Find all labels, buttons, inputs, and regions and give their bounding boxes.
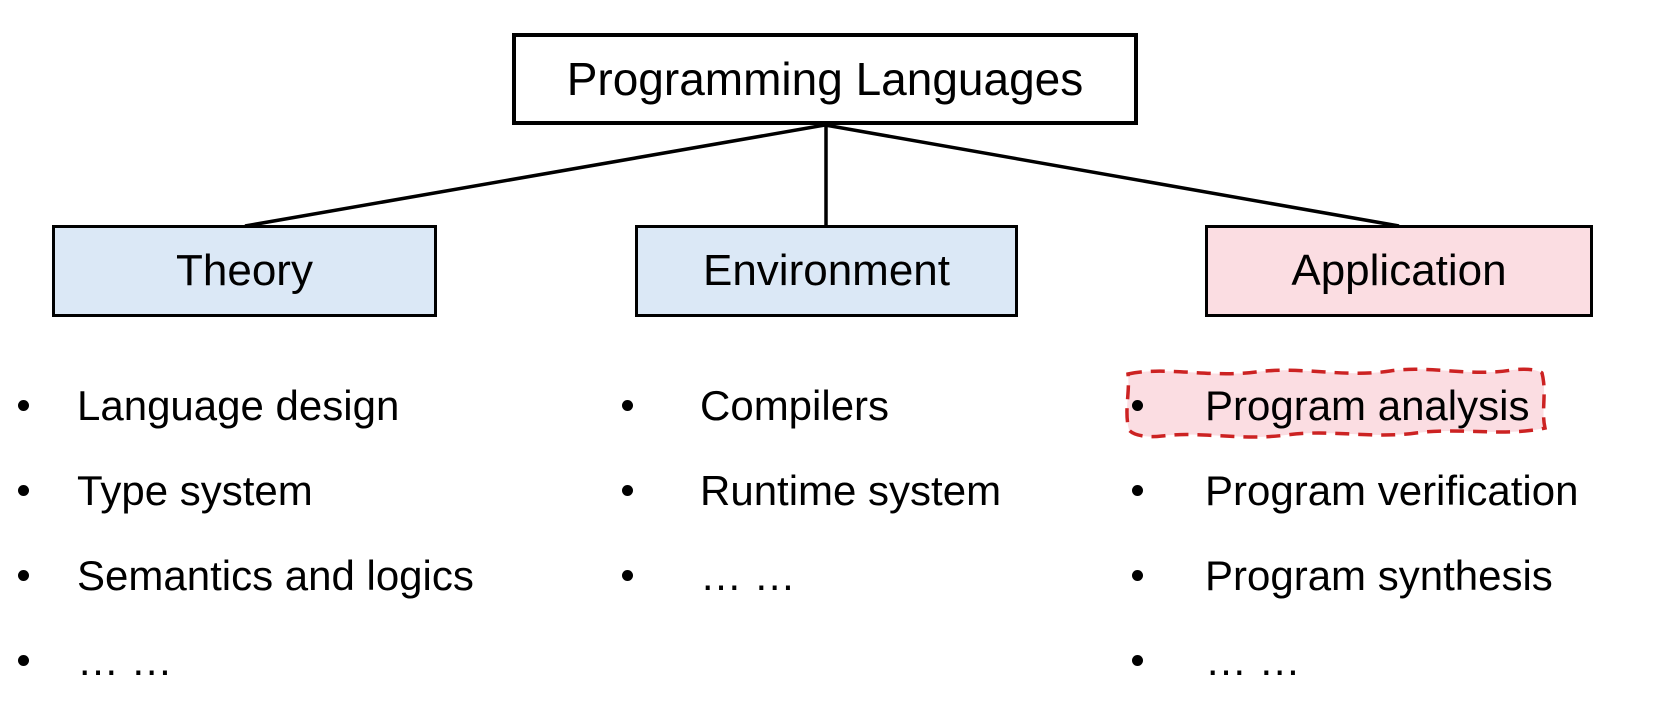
list-item-label: … … (77, 636, 173, 684)
list-item-label: Program analysis (1205, 381, 1530, 429)
list-item: Program synthesis (1132, 533, 1672, 618)
list-item-label: Runtime system (700, 466, 1002, 514)
list-item: Program verification (1132, 448, 1672, 533)
list-item: Type system (18, 448, 608, 533)
bullet-icon (622, 570, 633, 581)
bullet-icon (18, 400, 29, 411)
bullet-icon (1132, 655, 1143, 666)
list-item-label: Semantics and logics (77, 551, 474, 599)
node-programming-languages: Programming Languages (512, 33, 1138, 125)
bullet-list-environment: Compilers Runtime system … … (622, 363, 1102, 618)
list-item: … … (622, 533, 1102, 618)
highlight-annotation-program-analysis (1125, 367, 1548, 439)
node-theory: Theory (52, 225, 437, 317)
highlight-wavy-border (1125, 367, 1548, 439)
list-item: … … (1132, 618, 1672, 703)
list-item-label: Type system (77, 466, 313, 514)
bullet-icon (18, 655, 29, 666)
bullet-icon (18, 570, 29, 581)
bullet-icon (1132, 400, 1143, 411)
list-item-label: Program synthesis (1205, 551, 1553, 599)
node-label: Theory (176, 246, 313, 295)
connector-root-theory (244, 123, 826, 228)
node-label: Application (1291, 246, 1507, 295)
bullet-icon (1132, 570, 1143, 581)
list-item: Runtime system (622, 448, 1102, 533)
node-label: Programming Languages (566, 53, 1084, 105)
list-item-label: Compilers (700, 381, 890, 429)
list-item-label: Program verification (1205, 466, 1579, 514)
list-item: … … (18, 618, 608, 703)
bullet-icon (622, 400, 633, 411)
list-item: Language design (18, 363, 608, 448)
list-item-label: Language design (77, 381, 400, 429)
list-item-label: … … (1205, 636, 1301, 684)
node-environment: Environment (635, 225, 1018, 317)
node-label: Environment (702, 246, 950, 295)
bullet-list-theory: Language design Type system Semantics an… (18, 363, 608, 703)
bullet-icon (18, 485, 29, 496)
list-item: Compilers (622, 363, 1102, 448)
bullet-icon (622, 485, 633, 496)
connector-root-application (824, 123, 1400, 228)
bullet-list-application: Program analysis Program verification Pr… (1132, 363, 1672, 703)
list-item-label: … … (700, 551, 796, 599)
node-application: Application (1205, 225, 1593, 317)
list-item: Semantics and logics (18, 533, 608, 618)
list-item-highlighted: Program analysis (1132, 363, 1672, 448)
bullet-icon (1132, 485, 1143, 496)
